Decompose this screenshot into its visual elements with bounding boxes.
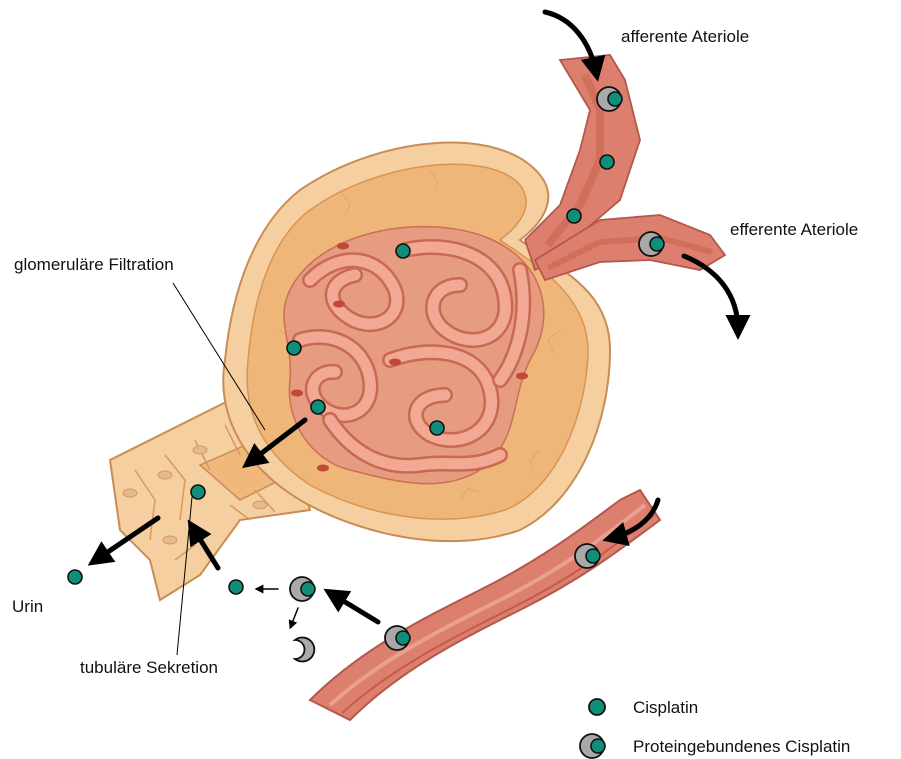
cisplatin-molecule [600,155,614,169]
protein-release-arrow [291,608,298,626]
legend-cisplatin-label: Cisplatin [633,698,698,717]
protein-bound-cisplatin [597,87,622,111]
vessel-to-tubule-arrow [332,594,378,622]
afferent-arteriole-label: afferente Ateriole [621,27,749,46]
protein-bound-cisplatin [639,232,664,256]
cisplatin-molecule [68,570,82,584]
cisplatin-molecule [191,485,205,499]
cisplatin-molecule [229,580,243,594]
legend-cisplatin-symbol [589,699,605,715]
legend-bound-cisplatin-symbol [580,734,605,758]
urine-label: Urin [12,597,43,616]
glomerular-filtration-label: glomeruläre Filtration [14,255,174,274]
cisplatin-molecule [567,209,581,223]
protein-bound-cisplatin [575,544,600,568]
legend-bound-cisplatin-label: Proteingebundenes Cisplatin [633,737,850,756]
cisplatin-molecule [311,400,325,414]
protein-bound-cisplatin [290,577,315,601]
efferent-arteriole-label: efferente Ateriole [730,220,858,239]
protein-bound-cisplatin [385,626,410,650]
tubular-secretion-label: tubuläre Sekretion [80,658,218,677]
free-protein-fragment [295,638,314,662]
legend: Cisplatin Proteingebundenes Cisplatin [580,698,850,758]
cisplatin-molecule [430,421,444,435]
cisplatin-molecule [287,341,301,355]
cisplatin-molecule [396,244,410,258]
